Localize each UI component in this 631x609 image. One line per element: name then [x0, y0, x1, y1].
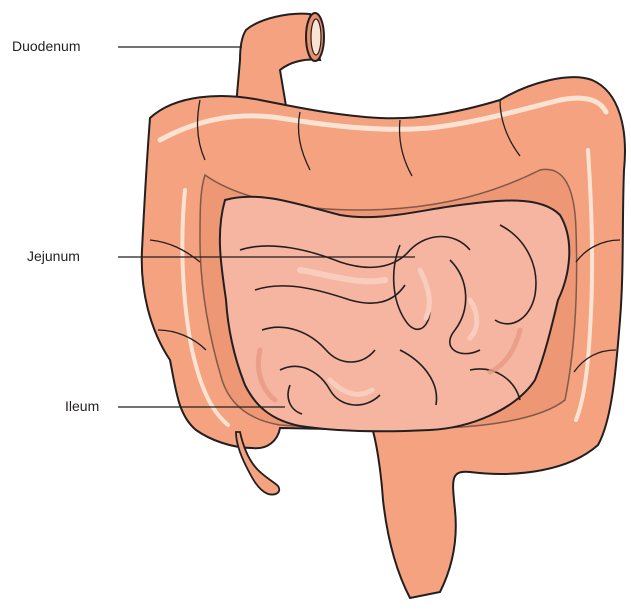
jejunum-label: Jejunum [27, 248, 80, 264]
ileum-label: Ileum [65, 398, 99, 414]
small-intestine [220, 197, 569, 431]
duodenum [236, 13, 324, 106]
duodenum-label: Duodenum [12, 38, 81, 54]
